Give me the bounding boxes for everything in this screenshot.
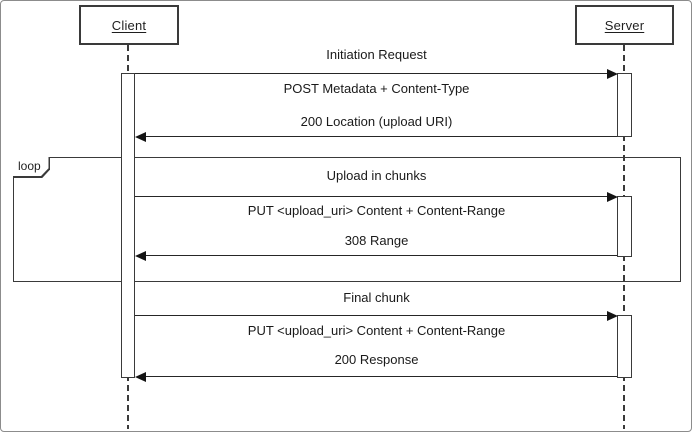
- actor-client-box: Client: [79, 5, 179, 45]
- server-activation-bar-2: [617, 196, 632, 257]
- response-arrow-3-line: [146, 376, 617, 377]
- request-arrow-2-head-icon: [607, 192, 618, 202]
- actor-client-label: Client: [111, 17, 147, 33]
- request-arrow-3-head-icon: [607, 311, 618, 321]
- response-arrow-3-head-icon: [135, 372, 146, 382]
- request-message-1: POST Metadata + Content-Type: [283, 81, 470, 96]
- request-arrow-2-line: [135, 196, 607, 197]
- server-activation-bar-1: [617, 73, 632, 137]
- response-arrow-2-head-icon: [135, 251, 146, 261]
- request-arrow-1-line: [135, 73, 607, 74]
- response-arrow-2-line: [146, 255, 617, 256]
- section-2-title: Upload in chunks: [326, 168, 427, 183]
- loop-operator-tab-fill: [13, 157, 49, 177]
- actor-server-label: Server: [604, 17, 645, 33]
- response-message-3: 200 Response: [334, 352, 419, 367]
- response-message-2: 308 Range: [344, 233, 409, 248]
- section-1-title: Initiation Request: [326, 47, 427, 62]
- actor-server-box: Server: [575, 5, 674, 45]
- loop-operator-tab: [13, 157, 50, 178]
- response-arrow-1-line: [146, 136, 617, 137]
- response-arrow-1-head-icon: [135, 132, 146, 142]
- request-arrow-3-line: [135, 315, 607, 316]
- loop-operator-label: loop: [18, 159, 41, 173]
- server-activation-bar-3: [617, 315, 632, 378]
- request-message-2: PUT <upload_uri> Content + Content-Range: [247, 203, 506, 218]
- client-activation-bar: [121, 73, 135, 378]
- request-message-3: PUT <upload_uri> Content + Content-Range: [247, 323, 506, 338]
- section-3-title: Final chunk: [343, 290, 410, 305]
- request-arrow-1-head-icon: [607, 69, 618, 79]
- loop-fragment-frame: [13, 157, 681, 282]
- response-message-1: 200 Location (upload URI): [300, 114, 453, 129]
